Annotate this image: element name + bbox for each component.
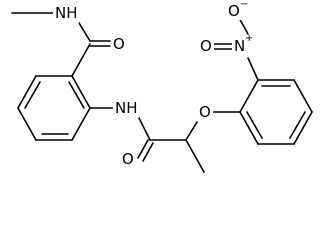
bond-ch-methyl bbox=[185, 139, 205, 173]
label-backdrop bbox=[198, 37, 214, 55]
bond-ringA-3 bbox=[17, 107, 37, 141]
bond-ringB-1 bbox=[239, 79, 259, 113]
label-backdrop bbox=[197, 103, 213, 121]
nitro-oxygen-right-label: O bbox=[228, 2, 240, 20]
bond-ringA-2 bbox=[17, 75, 37, 109]
atom-label-layer: NH O NH O O N + O O − bbox=[53, 0, 253, 168]
bond-ringA-inner-1 bbox=[24, 81, 41, 109]
label-backdrop bbox=[113, 98, 139, 118]
bond-ring-nitro-n bbox=[247, 57, 259, 81]
label-backdrop bbox=[226, 2, 242, 20]
carbonyl-oxygen-bottom-label: O bbox=[122, 150, 134, 168]
label-backdrop bbox=[53, 3, 79, 23]
ether-oxygen-label: O bbox=[199, 103, 211, 121]
structure-canvas: NH O NH O O N + O O − bbox=[11, 0, 313, 173]
bond-ringB-inner-2 bbox=[289, 111, 306, 139]
amine-nh-top-label: NH bbox=[55, 4, 78, 22]
bond-ringB-4 bbox=[293, 111, 313, 145]
label-backdrop bbox=[232, 36, 248, 56]
nitro-nitrogen-charge: + bbox=[245, 33, 253, 44]
nitro-oxygen-left-label: O bbox=[200, 37, 212, 55]
nitro-nitrogen-label: N bbox=[234, 37, 245, 55]
bond-layer bbox=[11, 12, 313, 173]
bond-ringA-inner-3 bbox=[68, 81, 85, 109]
bond-carbonyl2-double-2 bbox=[142, 142, 154, 162]
bond-ringA-5 bbox=[71, 107, 91, 141]
chemical-structure-diagram: NH O NH O O N + O O − bbox=[11, 0, 313, 173]
label-backdrop bbox=[120, 150, 136, 168]
bond-ringA-6 bbox=[71, 75, 91, 109]
bond-carbonyl2-double-1 bbox=[137, 139, 149, 159]
bond-carbonyl-ring bbox=[71, 43, 91, 77]
label-backdrop bbox=[112, 35, 126, 53]
bond-ch-ether-o bbox=[185, 121, 198, 141]
carbonyl-oxygen-top-label: O bbox=[113, 35, 125, 53]
bond-ringB-6 bbox=[239, 111, 259, 145]
bond-ringB-3 bbox=[293, 79, 313, 113]
amide-nh-middle-label: NH bbox=[115, 99, 138, 117]
nitro-oxygen-charge: − bbox=[240, 0, 248, 10]
bond-ringB-inner-3 bbox=[246, 111, 263, 139]
